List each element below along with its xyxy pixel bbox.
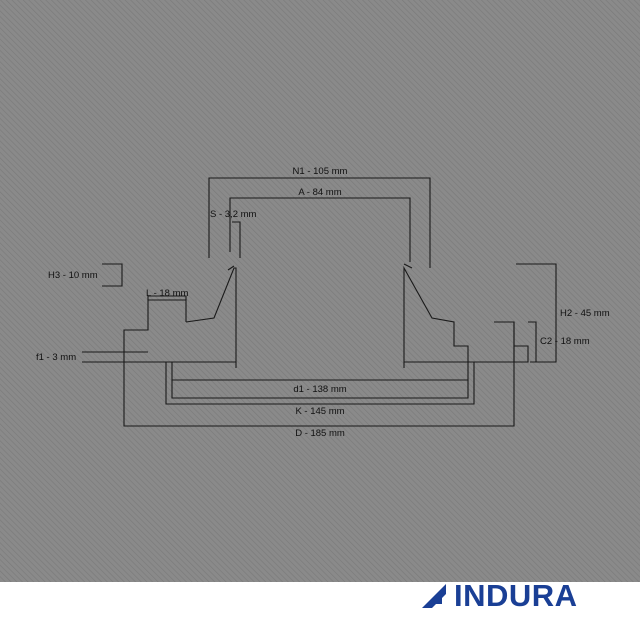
label-f1: f1 - 3 mm bbox=[36, 352, 76, 363]
label-h3: H3 - 10 mm bbox=[48, 270, 98, 281]
brand-name: INDURA bbox=[454, 578, 578, 613]
brand-logo: INDURA bbox=[420, 578, 578, 614]
drawing-canvas: N1 - 105 mm A - 84 mm S - 3,2 mm H3 - 10… bbox=[0, 0, 640, 582]
dimension-lines bbox=[82, 177, 557, 427]
hatched-background bbox=[0, 0, 640, 582]
label-n1: N1 - 105 mm bbox=[293, 166, 348, 177]
label-s: S - 3,2 mm bbox=[210, 209, 257, 220]
technical-drawing: N1 - 105 mm A - 84 mm S - 3,2 mm H3 - 10… bbox=[0, 0, 640, 582]
label-d: D - 185 mm bbox=[295, 428, 345, 439]
label-d1: d1 - 138 mm bbox=[293, 384, 346, 395]
label-a: A - 84 mm bbox=[298, 187, 341, 198]
label-h2: H2 - 45 mm bbox=[560, 308, 610, 319]
indura-logo-icon bbox=[422, 584, 446, 608]
label-k: K - 145 mm bbox=[295, 406, 344, 417]
label-l: L - 18 mm bbox=[146, 288, 188, 299]
label-c2: C2 - 18 mm bbox=[540, 336, 590, 347]
